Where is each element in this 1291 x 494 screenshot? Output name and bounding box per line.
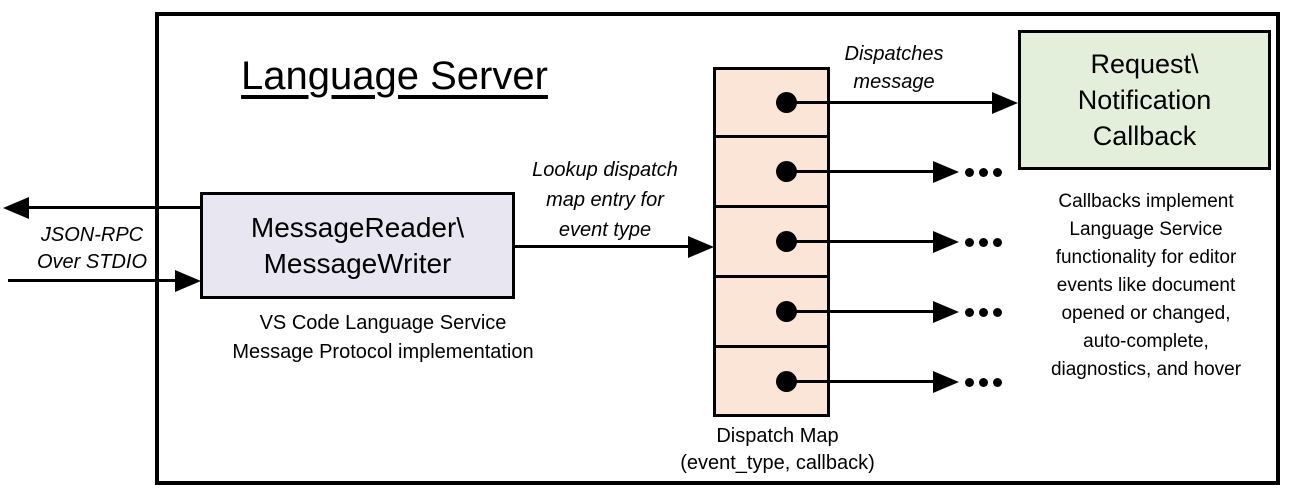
arrowhead-left-icon [3, 197, 29, 219]
dispatch-arrow-line [787, 240, 935, 243]
request-notification-callback-label: Request\ Notification Callback [1077, 49, 1212, 151]
map-entry-dot [776, 231, 797, 252]
dispatch-map-label: Dispatch Map (event_type, callback) [680, 425, 875, 474]
arrowhead-right-icon [933, 231, 959, 253]
page-title: Language Server [241, 54, 548, 98]
dispatch-map-cell-divider [713, 345, 830, 348]
ellipsis-icon [965, 168, 1002, 177]
stdio-in-arrow-line [8, 279, 176, 282]
request-notification-callback-box: Request\ Notification Callback [1018, 30, 1271, 170]
dispatch-arrow-line [787, 170, 935, 173]
arrowhead-right-icon [933, 371, 959, 393]
dispatches-message-label: Dispatches message [844, 43, 944, 93]
dispatch-map-cell-divider [713, 135, 830, 138]
dispatch-map-cell-divider [713, 275, 830, 278]
ellipsis-icon [965, 308, 1002, 317]
arrowhead-right-icon [933, 161, 959, 183]
dispatch-arrow-line [787, 101, 993, 104]
dispatch-map-cell-divider [713, 205, 830, 208]
message-reader-writer-label: MessageReader\ MessageWriter [250, 211, 465, 279]
arrowhead-right-icon [175, 270, 201, 292]
ellipsis-icon [965, 238, 1002, 247]
map-entry-dot [776, 301, 797, 322]
lookup-arrow-line [515, 245, 689, 248]
arrowhead-right-icon [992, 92, 1018, 114]
dispatch-arrow-line [787, 310, 935, 313]
stdio-out-arrow-line [24, 206, 200, 209]
map-entry-dot [776, 161, 797, 182]
map-entry-dot [776, 92, 797, 113]
message-reader-writer-box: MessageReader\ MessageWriter [200, 192, 515, 299]
map-entry-dot [776, 371, 797, 392]
ellipsis-icon [965, 378, 1002, 387]
language-server-box [155, 12, 1280, 485]
json-rpc-stdio-label: JSON-RPC Over STDIO [36, 224, 147, 273]
lookup-dispatch-label: Lookup dispatch map entry for event type [532, 159, 678, 241]
callbacks-note: Callbacks implement Language Service fun… [1050, 191, 1242, 380]
arrowhead-right-icon [688, 236, 714, 258]
arrowhead-right-icon [933, 301, 959, 323]
dispatch-arrow-line [787, 380, 935, 383]
reader-caption: VS Code Language Service Message Protoco… [232, 312, 534, 363]
